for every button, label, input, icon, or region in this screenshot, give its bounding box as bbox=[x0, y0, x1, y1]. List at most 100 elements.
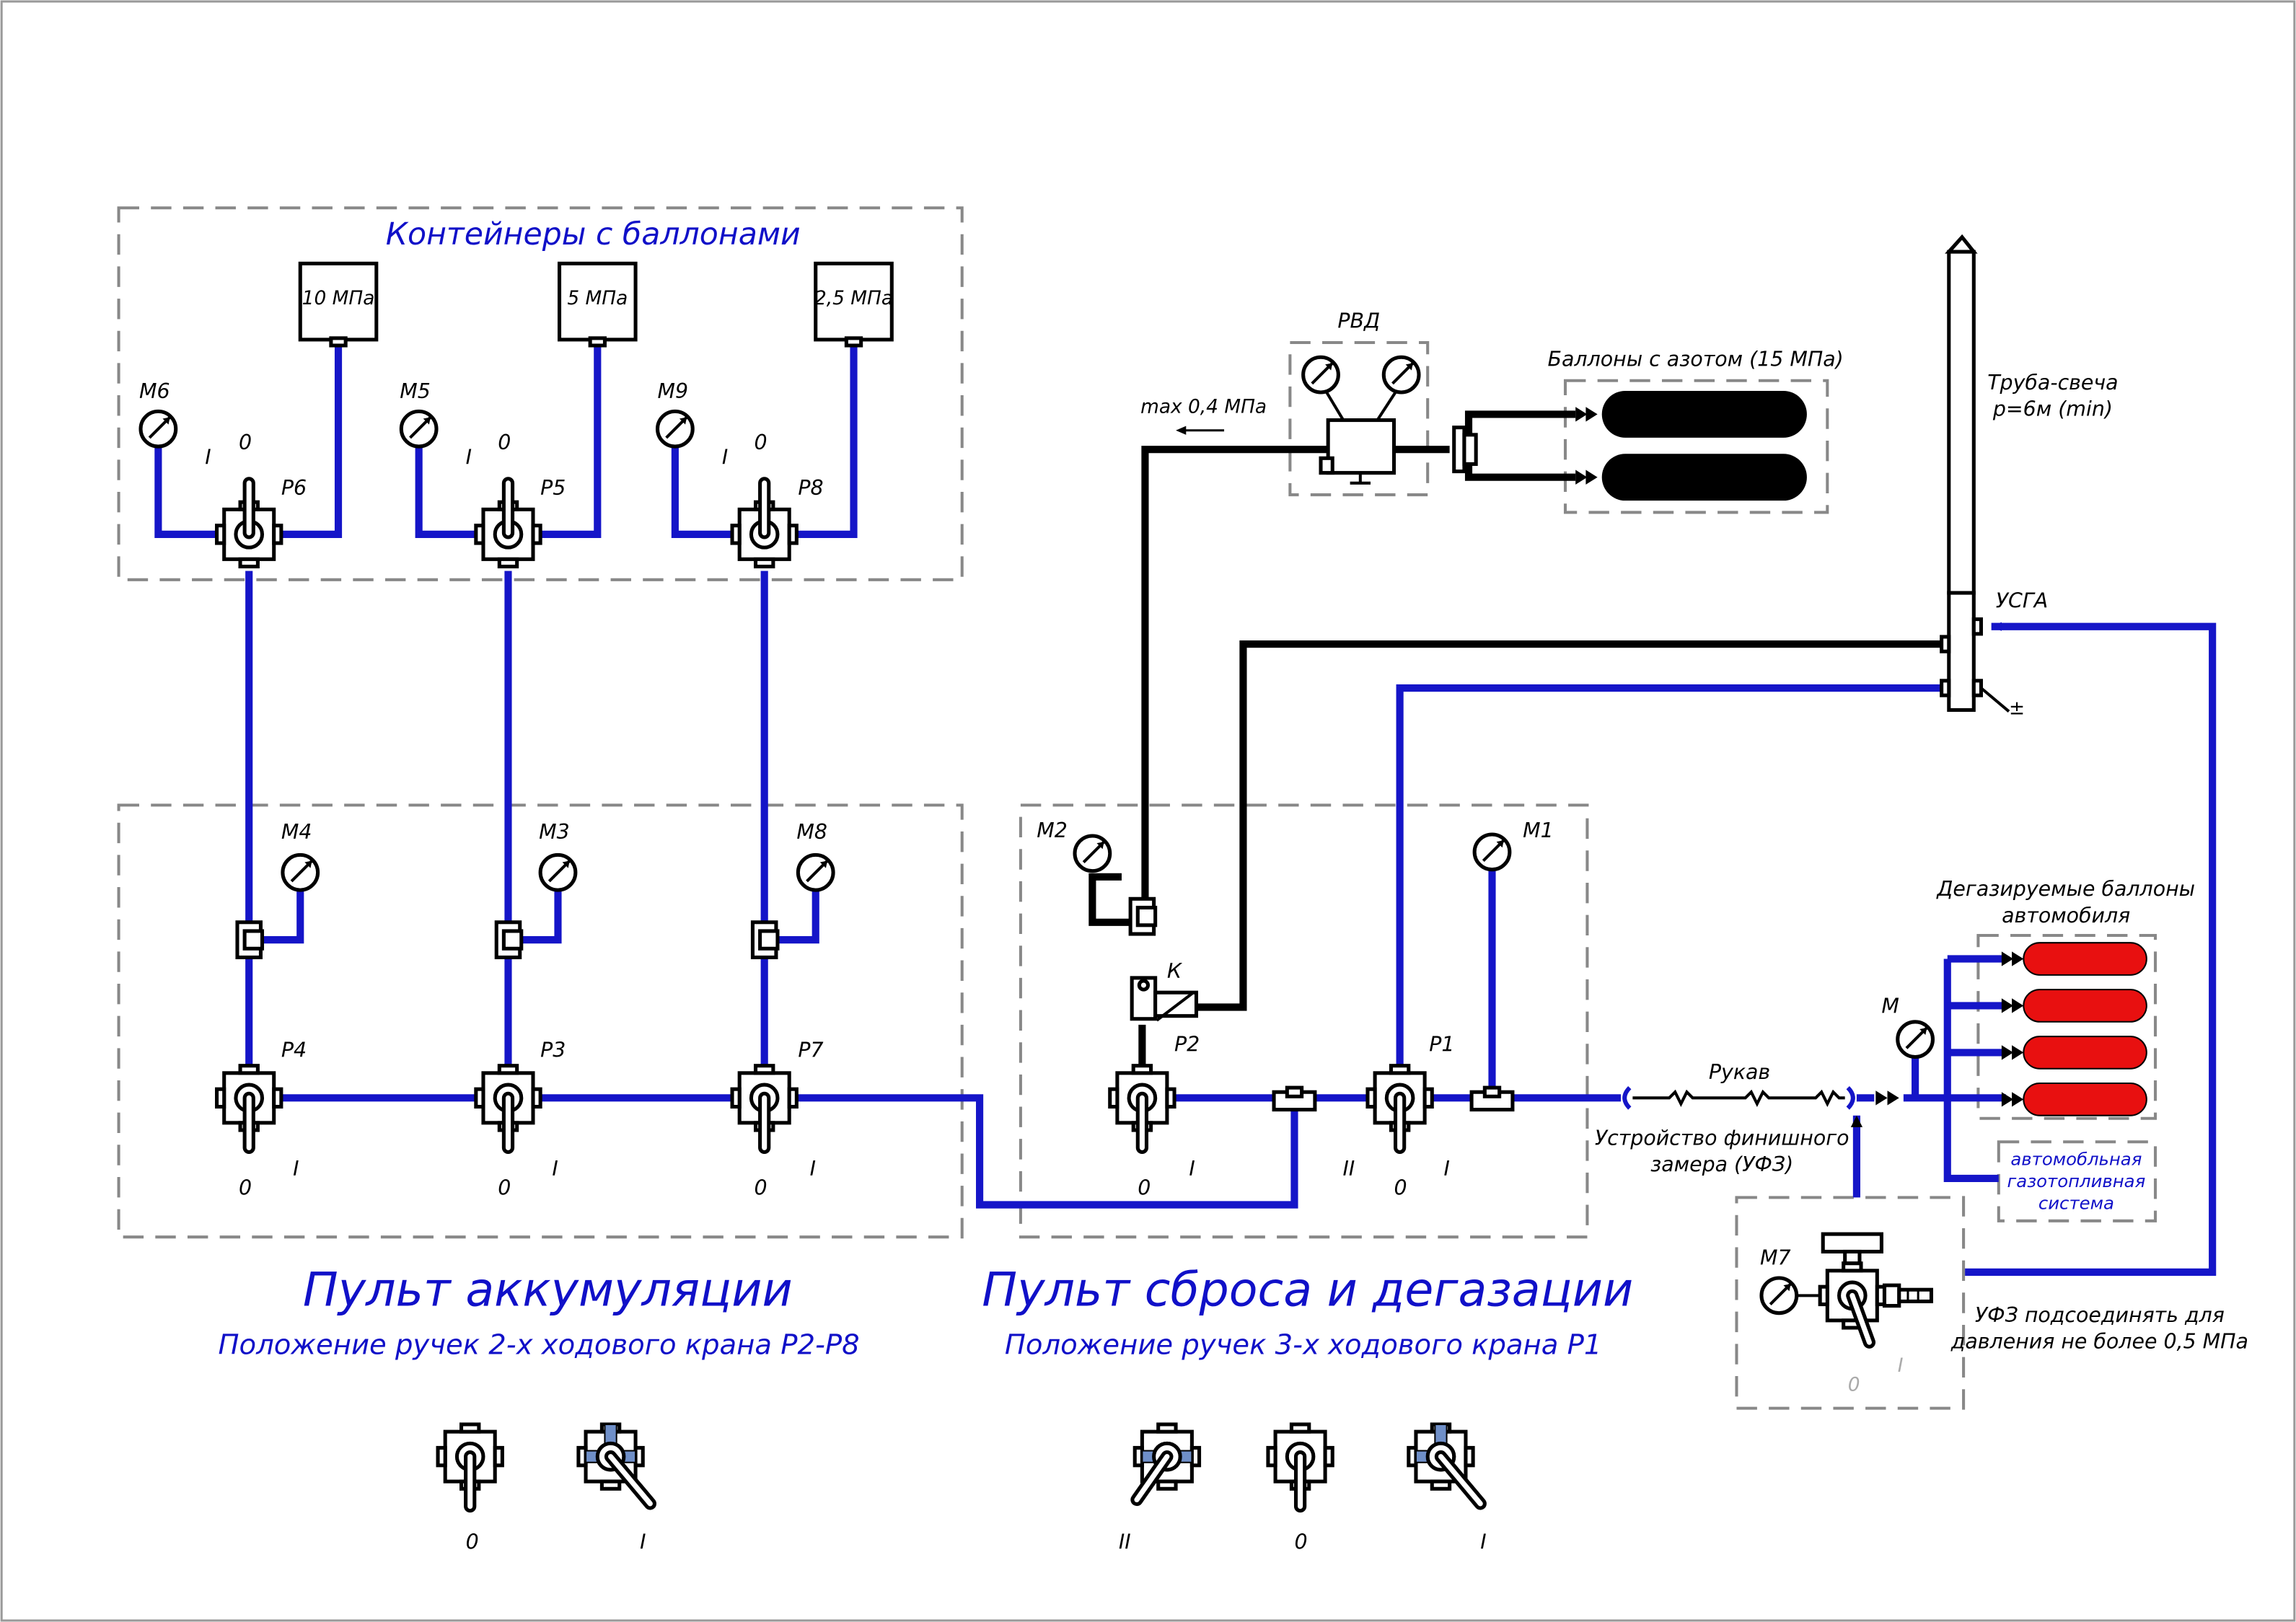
tee-m1-icon bbox=[1472, 1088, 1513, 1109]
handle-p4-icon bbox=[245, 1093, 253, 1152]
ufz-pos-i: I bbox=[1898, 1355, 1904, 1377]
p5-pos-i: I bbox=[466, 445, 472, 469]
valve-p8-label: Р8 bbox=[798, 476, 823, 500]
p2-pos-0: 0 bbox=[1138, 1176, 1151, 1199]
gauge-m6-label: М6 bbox=[139, 379, 170, 403]
rvd-frame bbox=[1288, 340, 1430, 497]
p7-pos-0: 0 bbox=[754, 1176, 767, 1199]
hose-group: Рукав Устройство финишного замера (УФЗ) … bbox=[1595, 995, 1933, 1176]
cylinder-10mpa bbox=[298, 261, 379, 342]
ufz-label-1: Устройство финишного bbox=[1595, 1126, 1849, 1150]
valve-k-label: К bbox=[1167, 959, 1183, 983]
p1-pos-ii: II bbox=[1342, 1157, 1355, 1181]
valve-p2-label: Р2 bbox=[1174, 1032, 1200, 1056]
rvd-gauge-right-icon bbox=[1384, 357, 1419, 392]
hose-label: Рукав bbox=[1709, 1060, 1770, 1084]
handle-p8-icon bbox=[760, 479, 769, 537]
cylinder-10mpa-label: 10 МПа bbox=[302, 288, 375, 309]
gauge-m3-label: М3 bbox=[539, 820, 570, 844]
usga-body bbox=[1947, 591, 1976, 712]
nitrogen-cylinder-1 bbox=[1601, 390, 1807, 438]
gauge-m5-icon bbox=[401, 411, 436, 446]
gauge-m9-label: М9 bbox=[658, 379, 689, 403]
gauge-m1-icon bbox=[1474, 834, 1510, 870]
gauge-m9-icon bbox=[658, 411, 693, 446]
gauge-m-icon bbox=[1898, 1022, 1933, 1057]
valve-p4-label: Р4 bbox=[281, 1039, 307, 1062]
gauge-m7-icon bbox=[1761, 1278, 1797, 1313]
containers-title: Контейнеры с баллонами bbox=[386, 216, 801, 252]
p3-pos-i: I bbox=[552, 1157, 558, 1181]
p2-pos-i: I bbox=[1189, 1157, 1195, 1181]
ufz-pos-0: 0 bbox=[1848, 1374, 1860, 1396]
handle-p7-icon bbox=[760, 1093, 769, 1152]
p8-pos-0: 0 bbox=[754, 431, 767, 454]
p7-pos-i: I bbox=[810, 1157, 816, 1181]
cylinder-5mpa-label: 5 МПа bbox=[567, 288, 628, 309]
gauge-m2-icon bbox=[1075, 836, 1110, 871]
car-cylinder-3 bbox=[2023, 1036, 2147, 1070]
gauge-m3-icon bbox=[540, 855, 576, 890]
p4-pos-i: I bbox=[293, 1157, 299, 1181]
reset-panel: М2 К Р2 0 I Р1 II 0 I М1 bbox=[1037, 819, 1553, 1199]
p8-pos-i: I bbox=[722, 445, 728, 469]
handle-p1-icon bbox=[1396, 1093, 1404, 1152]
gauge-m1-label: М1 bbox=[1523, 819, 1554, 842]
p6-pos-0: 0 bbox=[239, 431, 252, 454]
vent-pipe-label-1: Труба-свеча bbox=[1987, 371, 2118, 395]
valve-p5-label: Р5 bbox=[540, 476, 566, 500]
tee-m2-icon bbox=[1130, 899, 1156, 934]
legend-2way: 0 I bbox=[438, 1424, 656, 1554]
valve-p7-label: Р7 bbox=[798, 1039, 823, 1062]
ufz-note-2: давления не более 0,5 МПа bbox=[1950, 1329, 2248, 1353]
gauge-m-label: М bbox=[1881, 995, 1899, 1018]
fuel-system-label-1: автомобльная bbox=[2010, 1149, 2142, 1170]
nitrogen-cylinder-2 bbox=[1601, 454, 1807, 501]
containers-group: Контейнеры с баллонами 10 МПа 5 МПа 2,5 … bbox=[139, 216, 894, 567]
p1-pos-i: I bbox=[1444, 1157, 1450, 1181]
max-pressure-label: max 0,4 МПа bbox=[1140, 396, 1267, 418]
accumulation-frame bbox=[117, 803, 964, 1239]
p4-pos-0: 0 bbox=[239, 1176, 252, 1199]
containers-frame bbox=[117, 206, 964, 581]
cylinder-5mpa bbox=[557, 261, 638, 342]
tee-bottom-icon bbox=[1274, 1088, 1315, 1109]
usga-label: УСГА bbox=[1996, 589, 2048, 612]
gauge-m4-label: М4 bbox=[281, 820, 312, 844]
handle-p2-icon bbox=[1138, 1093, 1146, 1152]
p6-pos-i: I bbox=[205, 445, 211, 469]
legend-3way: II 0 I bbox=[1119, 1424, 1487, 1554]
accumulation-subtitle: Положение ручек 2-х ходового крана Р2-Р8 bbox=[219, 1329, 860, 1362]
valve-p1-label: Р1 bbox=[1429, 1032, 1454, 1056]
car-cylinder-1 bbox=[2023, 942, 2147, 976]
car-cylinder-2 bbox=[2023, 989, 2147, 1023]
valve-p3-label: Р3 bbox=[540, 1039, 566, 1062]
legend-3way-pos0-label: 0 bbox=[1294, 1530, 1307, 1554]
rvd-gauge-left-icon bbox=[1303, 357, 1339, 392]
tee-m3-icon bbox=[496, 922, 522, 958]
p1-pos-0: 0 bbox=[1394, 1176, 1407, 1199]
degas-group: Дегазируемые баллоны автомобиля автомобл… bbox=[1935, 877, 2195, 1213]
nitrogen-label: Баллоны с азотом (15 МПа) bbox=[1548, 347, 1844, 371]
handle-p3-icon bbox=[503, 1093, 512, 1152]
accumulation-panel: М4 М3 М8 Р4 Р3 Р7 0 I 0 I 0 I bbox=[217, 820, 834, 1199]
degas-title-1: Дегазируемые баллоны bbox=[1935, 877, 2195, 901]
fuel-system-label-3: система bbox=[2038, 1193, 2114, 1214]
handle-p5-icon bbox=[503, 479, 512, 537]
car-cylinder-4 bbox=[2023, 1083, 2147, 1116]
rvd-group: РВД max 0,4 МПа bbox=[1140, 309, 1478, 485]
rvd-label: РВД bbox=[1337, 309, 1380, 333]
gauge-m4-icon bbox=[283, 855, 318, 890]
gauge-m5-label: М5 bbox=[400, 379, 431, 403]
gauge-m6-icon bbox=[141, 411, 176, 446]
vent-pipe-label-2: р=6м (min) bbox=[1992, 397, 2113, 420]
nitrogen-frame bbox=[1563, 379, 1829, 514]
reset-title: Пульт сброса и дегазации bbox=[982, 1264, 1633, 1318]
nitrogen-group: Баллоны с азотом (15 МПа) bbox=[1548, 347, 1844, 501]
degas-title-2: автомобиля bbox=[2002, 904, 2130, 927]
tee-m8-icon bbox=[752, 922, 778, 958]
ufz-note-1: УФЗ подсоединять для bbox=[1975, 1303, 2225, 1327]
fuel-system-label-2: газотопливная bbox=[2007, 1171, 2146, 1191]
legend-3way-pos1-label: I bbox=[1480, 1530, 1486, 1554]
ufz-label-2: замера (УФЗ) bbox=[1650, 1152, 1793, 1176]
